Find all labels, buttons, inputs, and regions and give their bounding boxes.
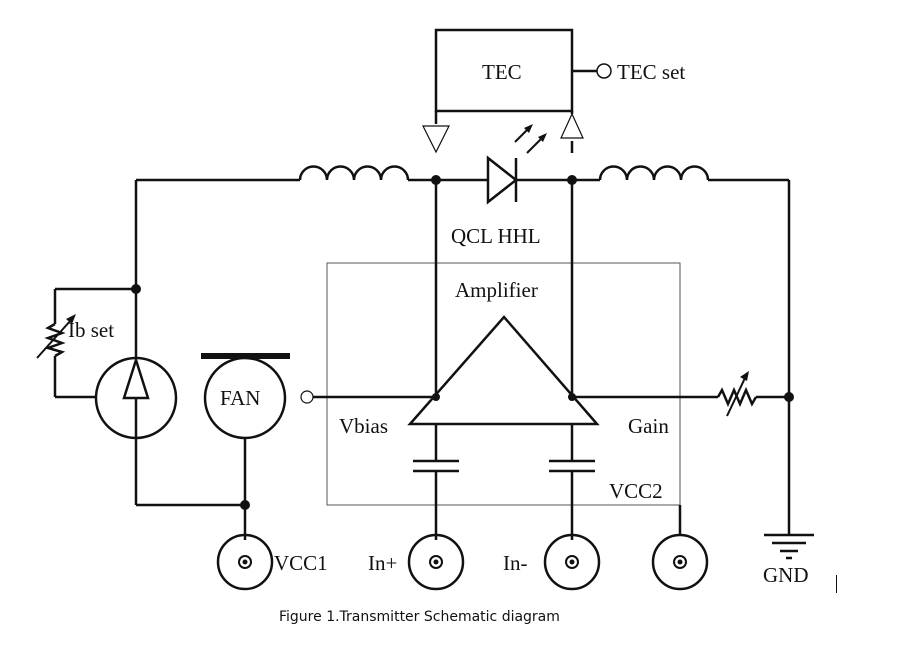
tec-set-terminal (596, 63, 612, 79)
amplifier-frame (326, 262, 681, 506)
gain-resistor-arrowhead (740, 371, 749, 381)
text-cursor (836, 575, 837, 593)
tec-up-triangle (560, 112, 584, 139)
in-minus-label: In- (503, 551, 528, 575)
amplifier-label: Amplifier (455, 278, 538, 302)
tec-label: TEC (482, 60, 522, 84)
vcc1-connector-icon (216, 533, 274, 591)
vcc2-label: VCC2 (609, 479, 663, 503)
gain-label: Gain (628, 414, 669, 438)
ib-set-variable-resistor (43, 322, 66, 358)
qcl-diode-triangle (486, 155, 519, 205)
inductor-right (598, 165, 710, 181)
gnd-label: GND (763, 563, 809, 587)
vcc2-connector-icon (651, 533, 709, 591)
ground-icon (764, 533, 814, 560)
junction-dot (240, 500, 250, 510)
gain-resistor-arrow (726, 377, 746, 417)
vbias-label: Vbias (339, 414, 388, 438)
vbias-terminal (300, 390, 314, 404)
vcc1-label: VCC1 (274, 551, 328, 575)
in-plus-connector-icon (407, 533, 465, 591)
in-minus-connector-icon (543, 533, 601, 591)
figure-caption: Figure 1.Transmitter Schematic diagram (279, 609, 560, 625)
ib-resistor-arrowhead (66, 314, 76, 324)
inductor-left (298, 165, 410, 181)
in-plus-label: In+ (368, 551, 397, 575)
fan-label: FAN (220, 386, 260, 410)
tec-set-label: TEC set (617, 60, 685, 84)
amplifier-triangle (407, 315, 600, 426)
junction-dot (784, 392, 794, 402)
tec-down-triangle (422, 125, 450, 154)
current-source-arrow (122, 355, 150, 400)
qcl-label: QCL HHL (451, 224, 541, 248)
ib-set-label: Ib set (68, 318, 114, 342)
ib-resistor-arrow (36, 319, 72, 359)
emission-arrows-icon (514, 124, 547, 154)
